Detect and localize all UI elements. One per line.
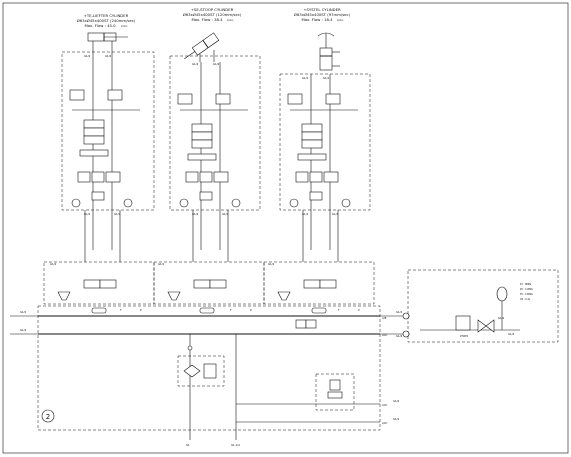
port-labels: G1/4 G1/4 G1/4 G1/4 G1/4 G1/4 G1/4 G1/4 …: [20, 54, 515, 425]
port-label: T: [120, 308, 122, 312]
cylinder-symbol-3: [317, 32, 340, 71]
port-label: G1/4: [332, 212, 339, 216]
port-label: A/B: [382, 316, 387, 320]
cylinder-2-title: +SE-STOOP CYLINDER: [191, 7, 234, 12]
cylinder-symbol-1: [87, 32, 128, 50]
port-label: G1/4: [302, 212, 309, 216]
accumulator-line-2: P2 : 11MPa: [520, 288, 533, 291]
port-label: G1/4: [323, 76, 330, 80]
port-label: G1/2: [20, 310, 27, 314]
cylinder-1-flow: Max. Flow : 45.0: [84, 23, 116, 28]
cylinder-3-spec: Ø63xØ45x400ST (97mm/sec): [294, 12, 351, 17]
port-label: T: [230, 308, 232, 312]
port-label: T: [338, 308, 340, 312]
port-label: G1/4: [393, 399, 400, 403]
port-label: G1/4: [84, 54, 91, 58]
pressure-valve-block: [315, 373, 355, 411]
port-label: G1/4: [302, 76, 309, 80]
port-label: G1/4: [498, 316, 505, 320]
accumulator-panel: [407, 269, 559, 343]
port-label: P: [140, 308, 142, 312]
port-label: ACC: [382, 403, 388, 407]
module-frame-1: [61, 51, 155, 211]
accumulator-line-3: P3 : 13MPa: [520, 293, 533, 296]
port-label: G1/4: [268, 262, 275, 266]
accumulator-line-4: V0 : 0.4L: [520, 298, 531, 301]
port-label: G1/4: [393, 417, 400, 421]
port-label: G1/4: [396, 310, 403, 314]
cylinder-3-flow: Max. Flow : 18.4: [301, 17, 333, 22]
reference-circle: 2: [41, 409, 55, 423]
middle-module-3: [263, 261, 375, 305]
cylinder-2-unit: L/min: [227, 19, 234, 22]
cylinder-1-spec: Ø63xØ45x400ST (240mm/sec): [77, 18, 136, 23]
cylinder-3-title: +SYSTEL CYLINDER: [303, 7, 341, 12]
cylinder-header-1: +TE-LIEFTER CYLINDER Ø63xØ45x400ST (240m…: [77, 13, 136, 28]
port-label: P: [358, 308, 360, 312]
cylinder-2-flow: Max. Flow : 38.4: [191, 17, 223, 22]
port-label: G1/4: [508, 332, 515, 336]
valve-stack-2: [177, 62, 248, 250]
cylinder-header-2: +SE-STOOP CYLINDER Ø63xØ45x400ST (120mm/…: [183, 7, 242, 22]
bottom-label-right: G1-1/4: [231, 443, 240, 447]
module-frame-3: [279, 73, 371, 211]
cylinder-header-3: +SYSTEL CYLINDER Ø63xØ45x400ST (97mm/sec…: [294, 7, 351, 22]
port-label: P: [250, 308, 252, 312]
port-label: G1/4: [84, 212, 91, 216]
port-label: G1/4: [20, 328, 27, 332]
valve-stack-1: [69, 50, 140, 250]
port-label: G1/4: [222, 212, 229, 216]
port-label: G1/4: [158, 262, 165, 266]
port-label: G1/4: [192, 212, 199, 216]
manifold-side-valve: [295, 319, 317, 329]
port-label: G1/4: [114, 212, 121, 216]
accumulator-panel-content: P1 : 8MPa P2 : 11MPa P3 : 13MPa V0 : 0.4…: [402, 283, 533, 338]
connecting-lines: [84, 210, 339, 262]
accumulator-valve-label: ZTWP4: [460, 335, 469, 338]
middle-valves: [57, 279, 337, 314]
port-label: G1/4: [192, 62, 199, 66]
reference-circle-label: 2: [46, 413, 50, 421]
filter-block: [177, 345, 225, 387]
module-frame-2: [169, 55, 261, 211]
valve-stack-3: [287, 74, 358, 250]
cylinder-2-spec: Ø63xØ45x400ST (120mm/sec): [183, 12, 242, 17]
port-label: G1/4: [213, 62, 220, 66]
accumulator-line-1: P1 : 8MPa: [520, 283, 532, 286]
port-label: G1/4: [105, 54, 112, 58]
cylinder-3-unit: L/min: [337, 19, 344, 22]
port-label: ACC: [382, 421, 388, 425]
cylinder-symbol-2: [184, 32, 220, 62]
cylinder-1-title: +TE-LIEFTER CYLINDER: [84, 13, 129, 18]
port-label: ACC: [382, 333, 388, 337]
port-label: G1/4: [50, 262, 57, 266]
port-label: G1/4: [396, 334, 403, 338]
bottom-label-left: G1: [186, 443, 190, 447]
cylinder-1-unit: L/min: [121, 25, 128, 28]
main-manifold: [37, 305, 381, 431]
